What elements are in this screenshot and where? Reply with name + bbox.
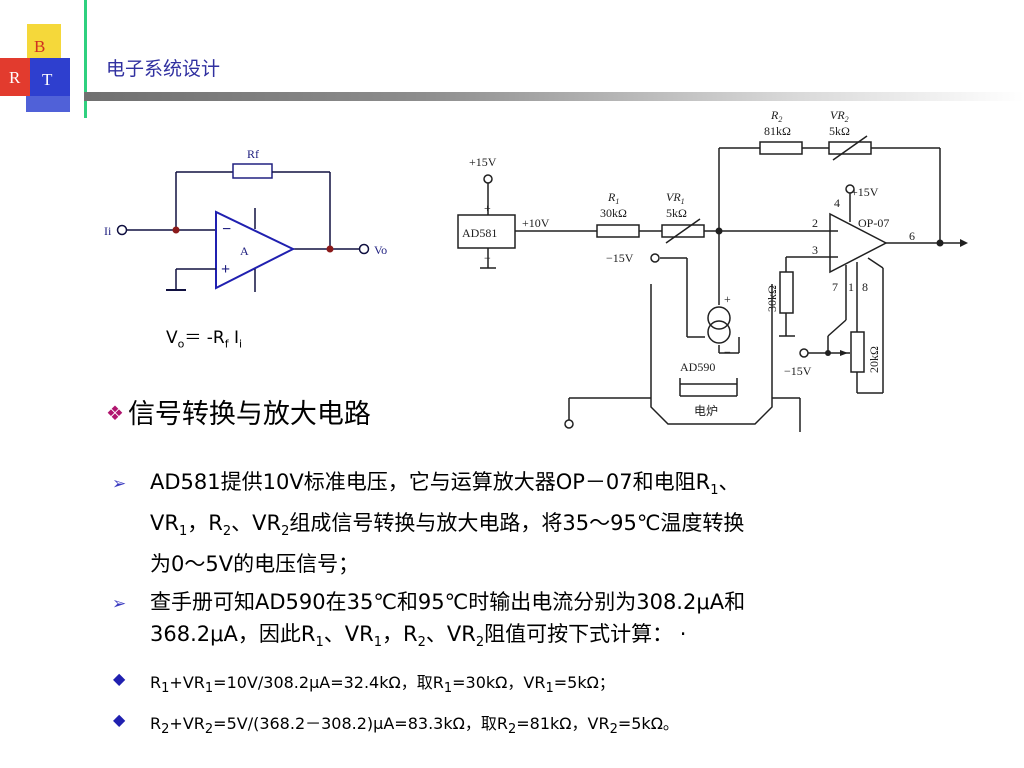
logo-letter-b: B	[34, 37, 46, 56]
logo: B R T	[0, 0, 84, 118]
vr2-label: VR2	[830, 108, 849, 124]
paragraph-1-line-3: 为0～5V的电压信号；	[150, 552, 360, 577]
paragraph-1-line-1: AD581提供10V标准电压，它与运算放大器OP－07和电阻R1、	[150, 470, 740, 499]
pin-7: 7	[832, 280, 838, 294]
page-title: 电子系统设计	[106, 58, 221, 80]
calc-item-1: R1+VR1=10V/308.2μA=32.4kΩ，取R1=30kΩ，VR1=5…	[150, 673, 615, 697]
negative-supply-label: −15V	[606, 251, 634, 265]
ad581-plus: +	[484, 201, 491, 215]
r20k-label: 20kΩ	[867, 346, 881, 373]
vo-formula: Vo＝ -Rf Ii	[166, 328, 243, 351]
vr1-label: VR1	[666, 190, 685, 206]
ii-label: Ii	[104, 224, 112, 238]
arrow-bullet-icon: ➢	[112, 474, 127, 494]
vr1-value: 5kΩ	[666, 206, 687, 220]
logo-blue-square	[30, 58, 70, 96]
arrow-bullet-icon: ➢	[112, 594, 127, 614]
calc-item-2: R2+VR2=5V/(368.2－308.2)μA=83.3kΩ，取R2=81k…	[150, 714, 679, 738]
paragraph-2-line-2: 368.2μA，因此R1、VR1，R2、VR2阻值可按下式计算： ·	[150, 622, 687, 651]
r1-value: 30kΩ	[600, 206, 627, 220]
logo-shadow	[26, 96, 70, 112]
pin-2: 2	[812, 216, 818, 230]
diamond-bullet-icon: ◆	[113, 710, 126, 729]
amp-label: A	[240, 244, 249, 258]
ad590-minus: −	[724, 345, 731, 359]
op07-supply-label: +15V	[851, 185, 879, 199]
bottom-supply-label: −15V	[784, 364, 812, 378]
furnace-label: 电炉	[694, 404, 718, 418]
diamond-bullet-icon: ❖	[106, 401, 124, 425]
r2-value: 81kΩ	[764, 124, 791, 138]
ad590-plus: +	[724, 292, 731, 306]
paragraph-2-line-1: 查手册可知AD590在35℃和95℃时输出电流分别为308.2μA和	[150, 590, 746, 614]
signal-conditioning-diagram: +15V AD581 + − +10V R1 30kΩ VR1 5kΩ R2 8…	[457, 108, 968, 432]
accent-vertical-line	[84, 0, 87, 118]
r2-label: R2	[770, 108, 782, 124]
vr2-value: 5kΩ	[829, 124, 850, 138]
paragraph-1: AD581提供10V标准电压，它与运算放大器OP－07和电阻R1、 VR1，R2…	[150, 466, 940, 580]
diamond-bullet-icon: ◆	[113, 669, 126, 688]
pin-8: 8	[862, 280, 868, 294]
vo-label: Vo	[374, 243, 387, 257]
ad581-minus: −	[484, 251, 491, 265]
ad581-label: AD581	[462, 226, 497, 240]
logo-letter-t: T	[42, 70, 53, 89]
noninverting-sign: +	[221, 261, 230, 278]
pin-3: 3	[812, 243, 818, 257]
pin-6: 6	[909, 229, 915, 243]
ad590-label: AD590	[680, 360, 715, 374]
header-gradient-bar	[84, 92, 1024, 101]
r30k-label: 30kΩ	[765, 285, 779, 312]
paragraph-2: 查手册可知AD590在35℃和95℃时输出电流分别为308.2μA和 368.2…	[150, 586, 940, 659]
pin-4: 4	[834, 196, 840, 210]
ad581-supply-label: +15V	[469, 155, 497, 169]
pin-1: 1	[848, 280, 854, 294]
paragraph-1-line-2: VR1，R2、VR2组成信号转换与放大电路，将35～95℃温度转换	[150, 511, 745, 540]
inverting-sign: −	[222, 221, 231, 238]
section-title: ❖信号转换与放大电路	[106, 399, 371, 430]
ref-voltage-label: +10V	[522, 216, 550, 230]
rf-label: Rf	[247, 147, 259, 161]
op07-label: OP-07	[858, 216, 889, 230]
r1-label: R1	[607, 190, 619, 206]
logo-yellow-square	[27, 24, 61, 58]
iv-converter-diagram: Rf Ii A Vo − +	[104, 147, 387, 292]
logo-letter-r: R	[9, 68, 21, 87]
